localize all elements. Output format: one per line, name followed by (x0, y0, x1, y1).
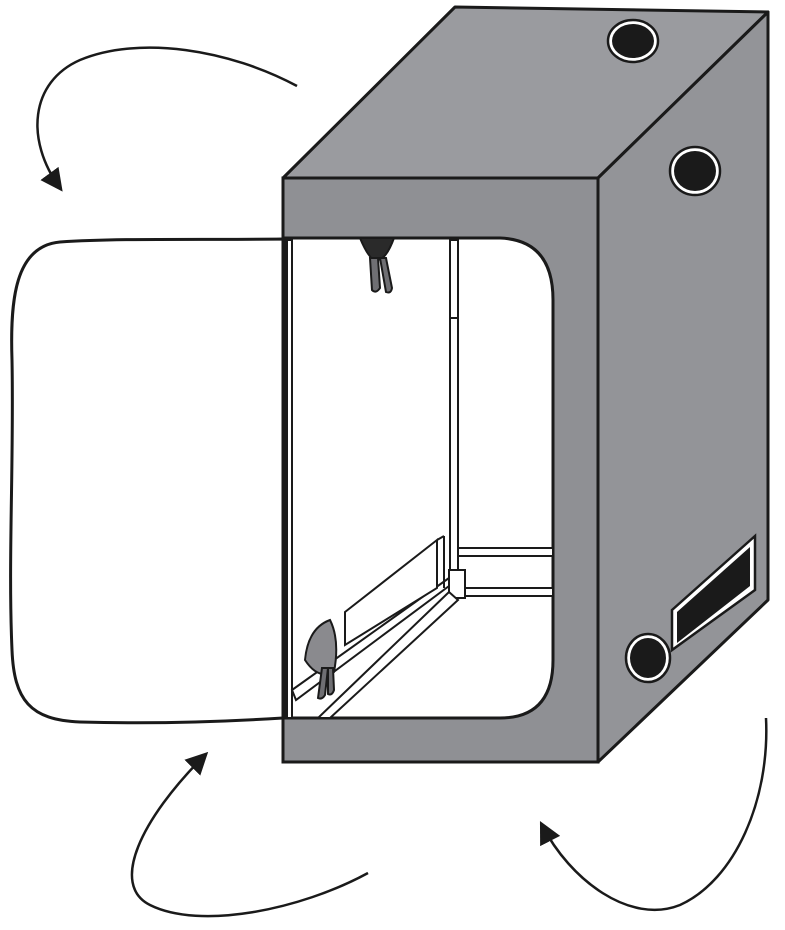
frame-rail-diagonal (315, 590, 460, 719)
frame-pole-back-right (449, 239, 459, 579)
vent-sock-bottom (303, 618, 338, 700)
frame-rail-right (457, 587, 554, 597)
back-vent-panel (344, 537, 438, 647)
arrow-bottom-right-icon (539, 717, 768, 912)
door-opening (284, 236, 555, 720)
vent-port-side-lower (624, 632, 672, 684)
vent-sock-top (358, 237, 396, 294)
door-flap (9, 237, 285, 725)
arrow-bottom-left-icon (130, 751, 369, 918)
vent-port-side-upper (668, 145, 722, 197)
frame-rail-back (457, 547, 554, 557)
arrow-top-left-icon (36, 46, 298, 192)
vent-port-top (606, 18, 660, 64)
side-mesh-window (670, 533, 757, 653)
frame-pole-left (286, 239, 293, 719)
